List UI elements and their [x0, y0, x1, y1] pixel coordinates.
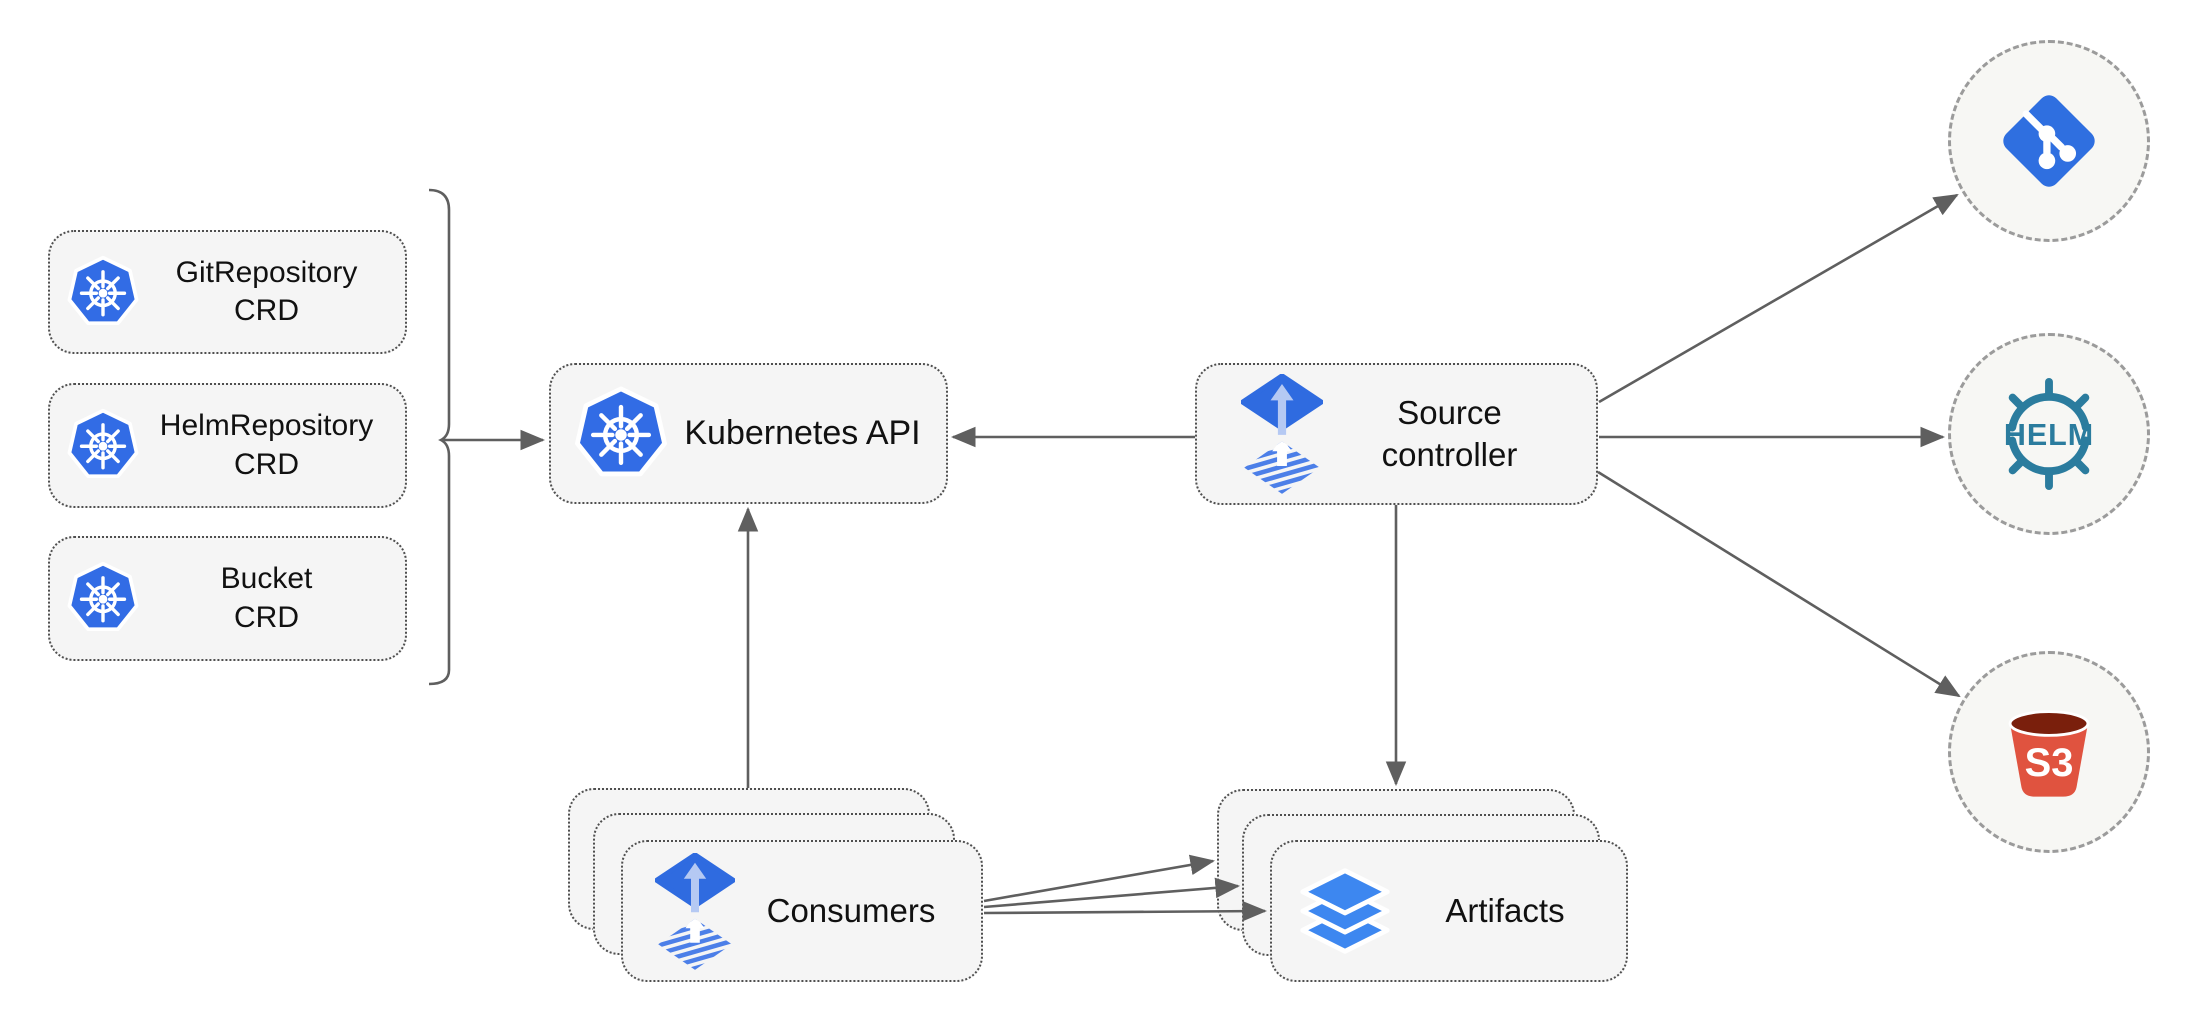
edge-source-controller-to-git	[1598, 193, 1959, 404]
flux-icon	[1241, 374, 1323, 494]
node-label: Source controller	[1323, 392, 1596, 476]
helm-label: HELM	[2004, 418, 2094, 452]
kubernetes-icon	[66, 560, 140, 637]
node-artifacts: Artifacts	[1270, 840, 1628, 982]
node-label: HelmRepository CRD	[140, 407, 405, 483]
crd-title: GitRepository	[175, 255, 358, 289]
crd-subtitle: CRD	[234, 447, 299, 481]
s3-bucket-icon: S3	[2008, 710, 2090, 797]
external-s3-circle: S3	[1948, 651, 2150, 853]
kubernetes-icon	[573, 384, 669, 484]
crd-subtitle: CRD	[234, 600, 299, 634]
node-helmrepository-crd: HelmRepository CRD	[48, 383, 407, 508]
git-icon	[2003, 95, 2095, 187]
layers-icon	[1296, 863, 1394, 959]
node-label: Artifacts	[1445, 892, 1565, 930]
kubernetes-icon	[66, 407, 140, 484]
crd-title: Bucket	[220, 562, 313, 596]
helm-icon: HELM	[2004, 377, 2094, 491]
node-bucket-crd: Bucket CRD	[48, 536, 407, 661]
node-label: GitRepository CRD	[140, 254, 405, 330]
external-git-circle	[1948, 40, 2150, 242]
source-controller-line1: Source	[1397, 394, 1502, 432]
node-label: Bucket CRD	[140, 560, 405, 636]
crd-subtitle: CRD	[234, 294, 299, 327]
crd-title: HelmRepository	[159, 409, 374, 443]
node-kubernetes-api: Kubernetes API	[549, 363, 948, 504]
edge-consumers-to-artifacts-2	[983, 877, 1241, 909]
crd-group-bracket	[428, 188, 451, 686]
external-helm-circle: HELM	[1948, 333, 2150, 535]
source-controller-line2: controller	[1381, 436, 1518, 473]
flux-icon	[655, 853, 735, 970]
node-source-controller: Source controller	[1195, 363, 1598, 505]
node-label: Kubernetes API	[684, 413, 921, 452]
edge-source-controller-to-s3	[1597, 470, 1961, 698]
node-gitrepository-crd: GitRepository CRD	[48, 230, 407, 354]
node-consumers: Consumers	[621, 840, 983, 982]
edge-consumers-to-artifacts-1	[983, 854, 1216, 903]
node-label: Consumers	[766, 892, 936, 930]
kubernetes-icon	[66, 254, 140, 331]
s3-label: S3	[2025, 741, 2074, 785]
